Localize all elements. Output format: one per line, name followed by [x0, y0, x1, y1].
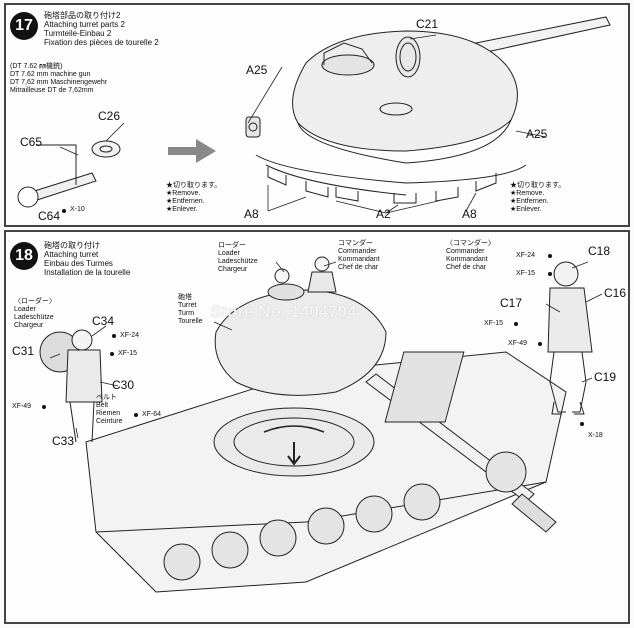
remove-note-left-fr: ★Enlever. — [166, 206, 198, 213]
part-label-a25-right: A25 — [526, 127, 548, 141]
turret-fr: Tourelle — [178, 318, 203, 325]
step-18-drawing — [39, 254, 603, 593]
loader-left-de: Ladeschütze — [14, 314, 54, 321]
step-17-title-fr: Fixation des pièces de tourelle 2 — [44, 38, 159, 47]
part-label-c34: C34 — [92, 314, 115, 328]
loader-left-fr: Chargeur — [14, 322, 44, 329]
loader-top-jp: ローダー — [218, 242, 246, 249]
part-label-c18: C18 — [588, 244, 611, 258]
commander-caption-right: 〈コマンダー〉 Commander Kommandant Chef de cha… — [446, 240, 495, 272]
paint-label-xf24-left: XF-24 — [120, 332, 140, 339]
step-17-number-badge: 17 — [10, 12, 38, 40]
mg-caption-en: DT 7.62 mm machine gun — [10, 71, 91, 78]
commander-right-de: Kommandant — [446, 256, 488, 263]
part-label-a8-left: A8 — [244, 207, 259, 221]
remove-note-right-de: ★Entfernen. — [510, 198, 549, 205]
turret-de: Turm — [178, 310, 195, 317]
step-17-title-de: Turmteile-Einbau 2 — [44, 29, 112, 38]
remove-note-right-jp: ★切り取ります。 — [510, 182, 566, 189]
step-17-title: 砲塔部品の取り付け2 Attaching turret parts 2 Turm… — [44, 11, 159, 47]
loader-top-fr: Chargeur — [218, 266, 248, 273]
part-label-c16: C16 — [604, 286, 627, 300]
loader-caption-top: ローダー Loader Ladeschütze Chargeur — [218, 242, 258, 274]
mg-caption-de: DT 7,62 mm Maschinengewehr — [10, 79, 108, 86]
belt-jp: ベルト — [96, 394, 117, 401]
commander-right-jp: 〈コマンダー〉 — [446, 240, 495, 247]
step-18-title-fr: Installation de la tourelle — [44, 268, 131, 277]
step-18-panel: 18 砲塔の取り付け Attaching turret Einbau des T… — [4, 230, 630, 624]
step-18-title-en: Attaching turret — [44, 250, 99, 259]
part-label-a8-right: A8 — [462, 207, 477, 221]
loader-caption-left: 〈ローダー〉 Loader Ladeschütze Chargeur — [14, 298, 56, 330]
step-18-title-de: Einbau des Turmes — [44, 259, 113, 268]
part-label-c64: C64 — [38, 209, 61, 223]
paint-label-xf24-right: XF-24 — [516, 252, 536, 259]
watermark: Store No. 1404704 — [210, 302, 357, 321]
turret-en: Turret — [178, 302, 197, 309]
part-label-c65: C65 — [20, 135, 43, 149]
mg-caption-fr: Mitrailleuse DT de 7,62mm — [10, 87, 94, 94]
remove-note-right-fr: ★Enlever. — [510, 206, 542, 213]
part-label-c19: C19 — [594, 370, 617, 384]
commander-top-jp: コマンダー — [338, 240, 373, 247]
commander-caption-top: コマンダー Commander Kommandant Chef de char — [338, 240, 380, 272]
remove-note-right-en: ★Remove. — [510, 190, 545, 197]
part-label-c26: C26 — [98, 109, 121, 123]
loader-top-de: Ladeschütze — [218, 258, 258, 265]
paint-label-xf49-right: XF-49 — [508, 340, 528, 347]
paint-label-xf64: XF-64 — [142, 411, 162, 418]
remove-note-left-jp: ★切り取ります。 — [166, 182, 222, 189]
part-label-a2: A2 — [376, 207, 391, 221]
part-label-c21: C21 — [416, 17, 439, 31]
step-18-title-jp: 砲塔の取り付け — [44, 241, 100, 250]
remove-note-left-de: ★Entfernen. — [166, 198, 205, 205]
step-17-title-jp: 砲塔部品の取り付け2 — [44, 11, 121, 20]
belt-fr: Ceinture — [96, 418, 123, 425]
remove-note-left-en: ★Remove. — [166, 190, 201, 197]
belt-en: Belt — [96, 402, 109, 409]
turret-caption: 砲塔 Turret Turm Tourelle — [178, 294, 203, 326]
step-17-title-en: Attaching turret parts 2 — [44, 20, 125, 29]
part-label-c31: C31 — [12, 344, 35, 358]
commander-top-fr: Chef de char — [338, 264, 379, 271]
step-17-panel: 17 砲塔部品の取り付け2 Attaching turret parts 2 T… — [4, 3, 630, 227]
paint-label-x18: X-18 — [588, 432, 603, 439]
commander-top-de: Kommandant — [338, 256, 380, 263]
loader-top-en: Loader — [218, 250, 240, 257]
commander-right-en: Commander — [446, 248, 485, 255]
belt-de: Riemen — [96, 410, 121, 417]
remove-note-left: ★切り取ります。 ★Remove. ★Entfernen. ★Enlever. — [166, 182, 221, 214]
turret-jp: 砲塔 — [178, 294, 192, 301]
belt-caption: ベルト Belt Riemen Ceinture — [96, 394, 122, 426]
part-label-c33: C33 — [52, 434, 75, 448]
commander-top-en: Commander — [338, 248, 377, 255]
step-17-drawing — [17, 16, 611, 214]
part-label-a25-left: A25 — [246, 63, 268, 77]
paint-label-xf15-right: XF-15 — [516, 270, 536, 277]
paint-label-x10: X-10 — [70, 206, 85, 213]
step-18-number-badge: 18 — [10, 242, 38, 270]
loader-left-jp: 〈ローダー〉 — [14, 298, 56, 305]
paint-label-xf15-right-2: XF-15 — [484, 320, 504, 327]
remove-note-right: ★切り取ります。 ★Remove. ★Entfernen. ★Enlever. — [510, 182, 565, 214]
commander-right-fr: Chef de char — [446, 264, 487, 271]
part-label-c17: C17 — [500, 296, 523, 310]
paint-label-xf15-left: XF-15 — [118, 350, 138, 357]
loader-left-en: Loader — [14, 306, 36, 313]
machine-gun-caption: (DT 7.62 ㎜機銃) DT 7.62 mm machine gun DT … — [10, 63, 107, 95]
mg-caption-jp: (DT 7.62 ㎜機銃) — [10, 63, 63, 70]
step-18-title: 砲塔の取り付け Attaching turret Einbau des Turm… — [44, 241, 130, 277]
part-label-c30: C30 — [112, 378, 135, 392]
paint-label-xf49-left: XF-49 — [12, 403, 32, 410]
